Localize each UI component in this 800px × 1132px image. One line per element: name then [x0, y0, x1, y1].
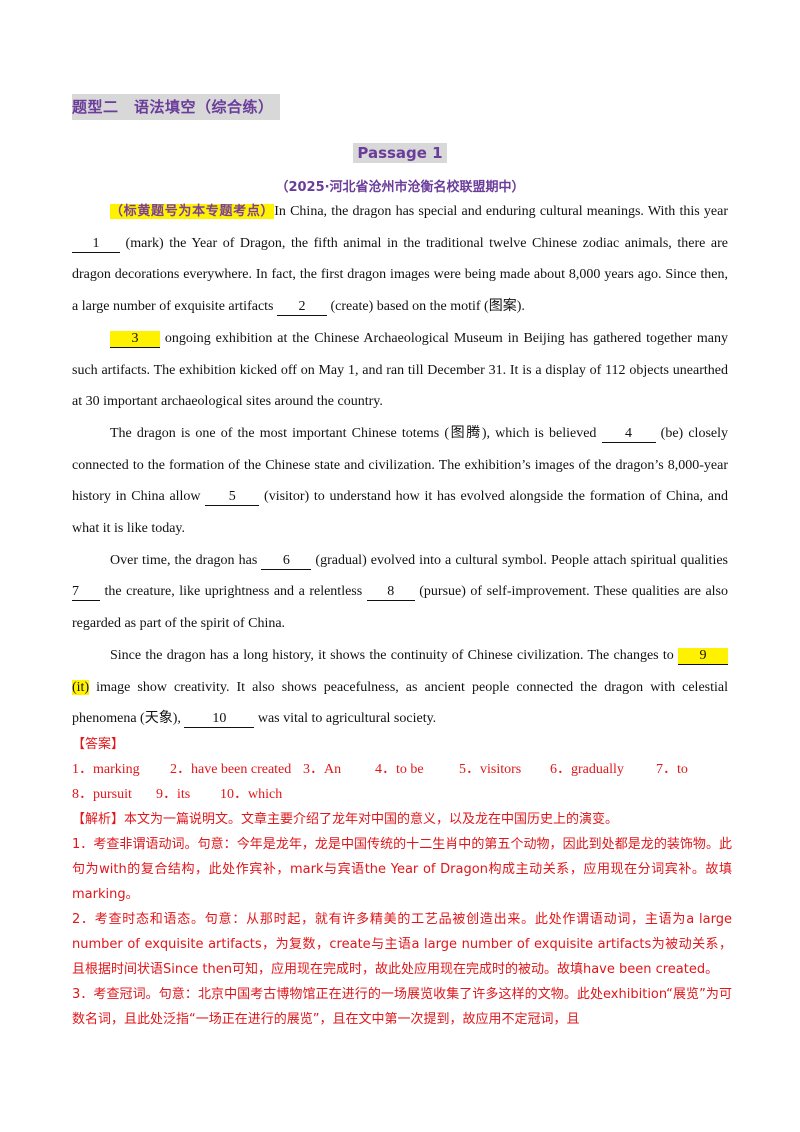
blank-9: 9	[678, 647, 728, 665]
section-title: 题型二 语法填空（综合练）	[72, 94, 280, 120]
paragraph-3: The dragon is one of the most important …	[72, 425, 729, 537]
source-line: （2025·河北省沧州市沧衡名校联盟期中）	[275, 180, 525, 195]
blank-4: 4	[601, 426, 656, 443]
highlight-tag: （标黄题号为本专题考点）	[110, 204, 275, 219]
passage-title: Passage 1	[0, 143, 800, 163]
blank-1: 1	[72, 236, 120, 253]
answer-item: 8．pursuit	[72, 787, 132, 802]
explanation-3: 3．考查冠词。句意：北京中国考古博物馆正在进行的一场展览收集了许多这样的文物。此…	[72, 987, 732, 1027]
answer-label: 【答案】	[72, 737, 125, 752]
answer-line-1: 1．marking 2．have been created 3．An 4．to be 5…	[72, 757, 732, 782]
blank-9-hint: (it)	[72, 679, 90, 695]
answer-item: 3．An	[303, 762, 342, 777]
answer-section: 【答案】 1．marking 2．have been created 3．An 4．t…	[72, 732, 732, 1032]
paragraph-1: （标黄题号为本专题考点）In China, the dragon has spe…	[72, 204, 728, 317]
explanation-1: 1．考查非谓语动词。句意：今年是龙年，龙是中国传统的十二生肖中的第五个动物，因此…	[72, 837, 732, 902]
answer-line-2: 8．pursuit 9．its 10．which	[72, 782, 732, 807]
paragraph-4: Over time, the dragon has 6 (gradual) ev…	[72, 552, 729, 632]
answer-item: 2．have been created	[170, 762, 292, 777]
blank-3: 3	[110, 330, 160, 348]
answer-item: 6．gradually	[550, 762, 624, 777]
explanation-2: 2．考查时态和语态。句意：从那时起，就有许多精美的工艺品被创造出来。此处作谓语动…	[72, 912, 732, 977]
blank-10: 10	[184, 711, 255, 729]
answer-item: 7．to	[656, 762, 688, 777]
blank-2: 2	[277, 299, 327, 317]
blank-7: 7	[72, 584, 100, 602]
blank-5: 5	[205, 489, 260, 507]
answer-item: 1．marking	[72, 762, 140, 777]
answer-item: 9．its	[156, 787, 191, 802]
paragraph-2: 3 ongoing exhibition at the Chinese Arch…	[72, 330, 728, 410]
answer-item: 5．visitors	[459, 762, 522, 777]
analysis-intro: 【解析】本文为一篇说明文。文章主要介绍了龙年对中国的意义，以及龙在中国历史上的演…	[72, 812, 619, 827]
answer-item: 4．to be	[375, 762, 424, 777]
paragraph-5: Since the dragon has a long history, it …	[72, 647, 728, 729]
blank-8: 8	[366, 584, 415, 602]
answer-item: 10．which	[220, 787, 283, 802]
passage-body: （标黄题号为本专题考点）In China, the dragon has spe…	[72, 196, 728, 735]
blank-6: 6	[261, 553, 312, 570]
